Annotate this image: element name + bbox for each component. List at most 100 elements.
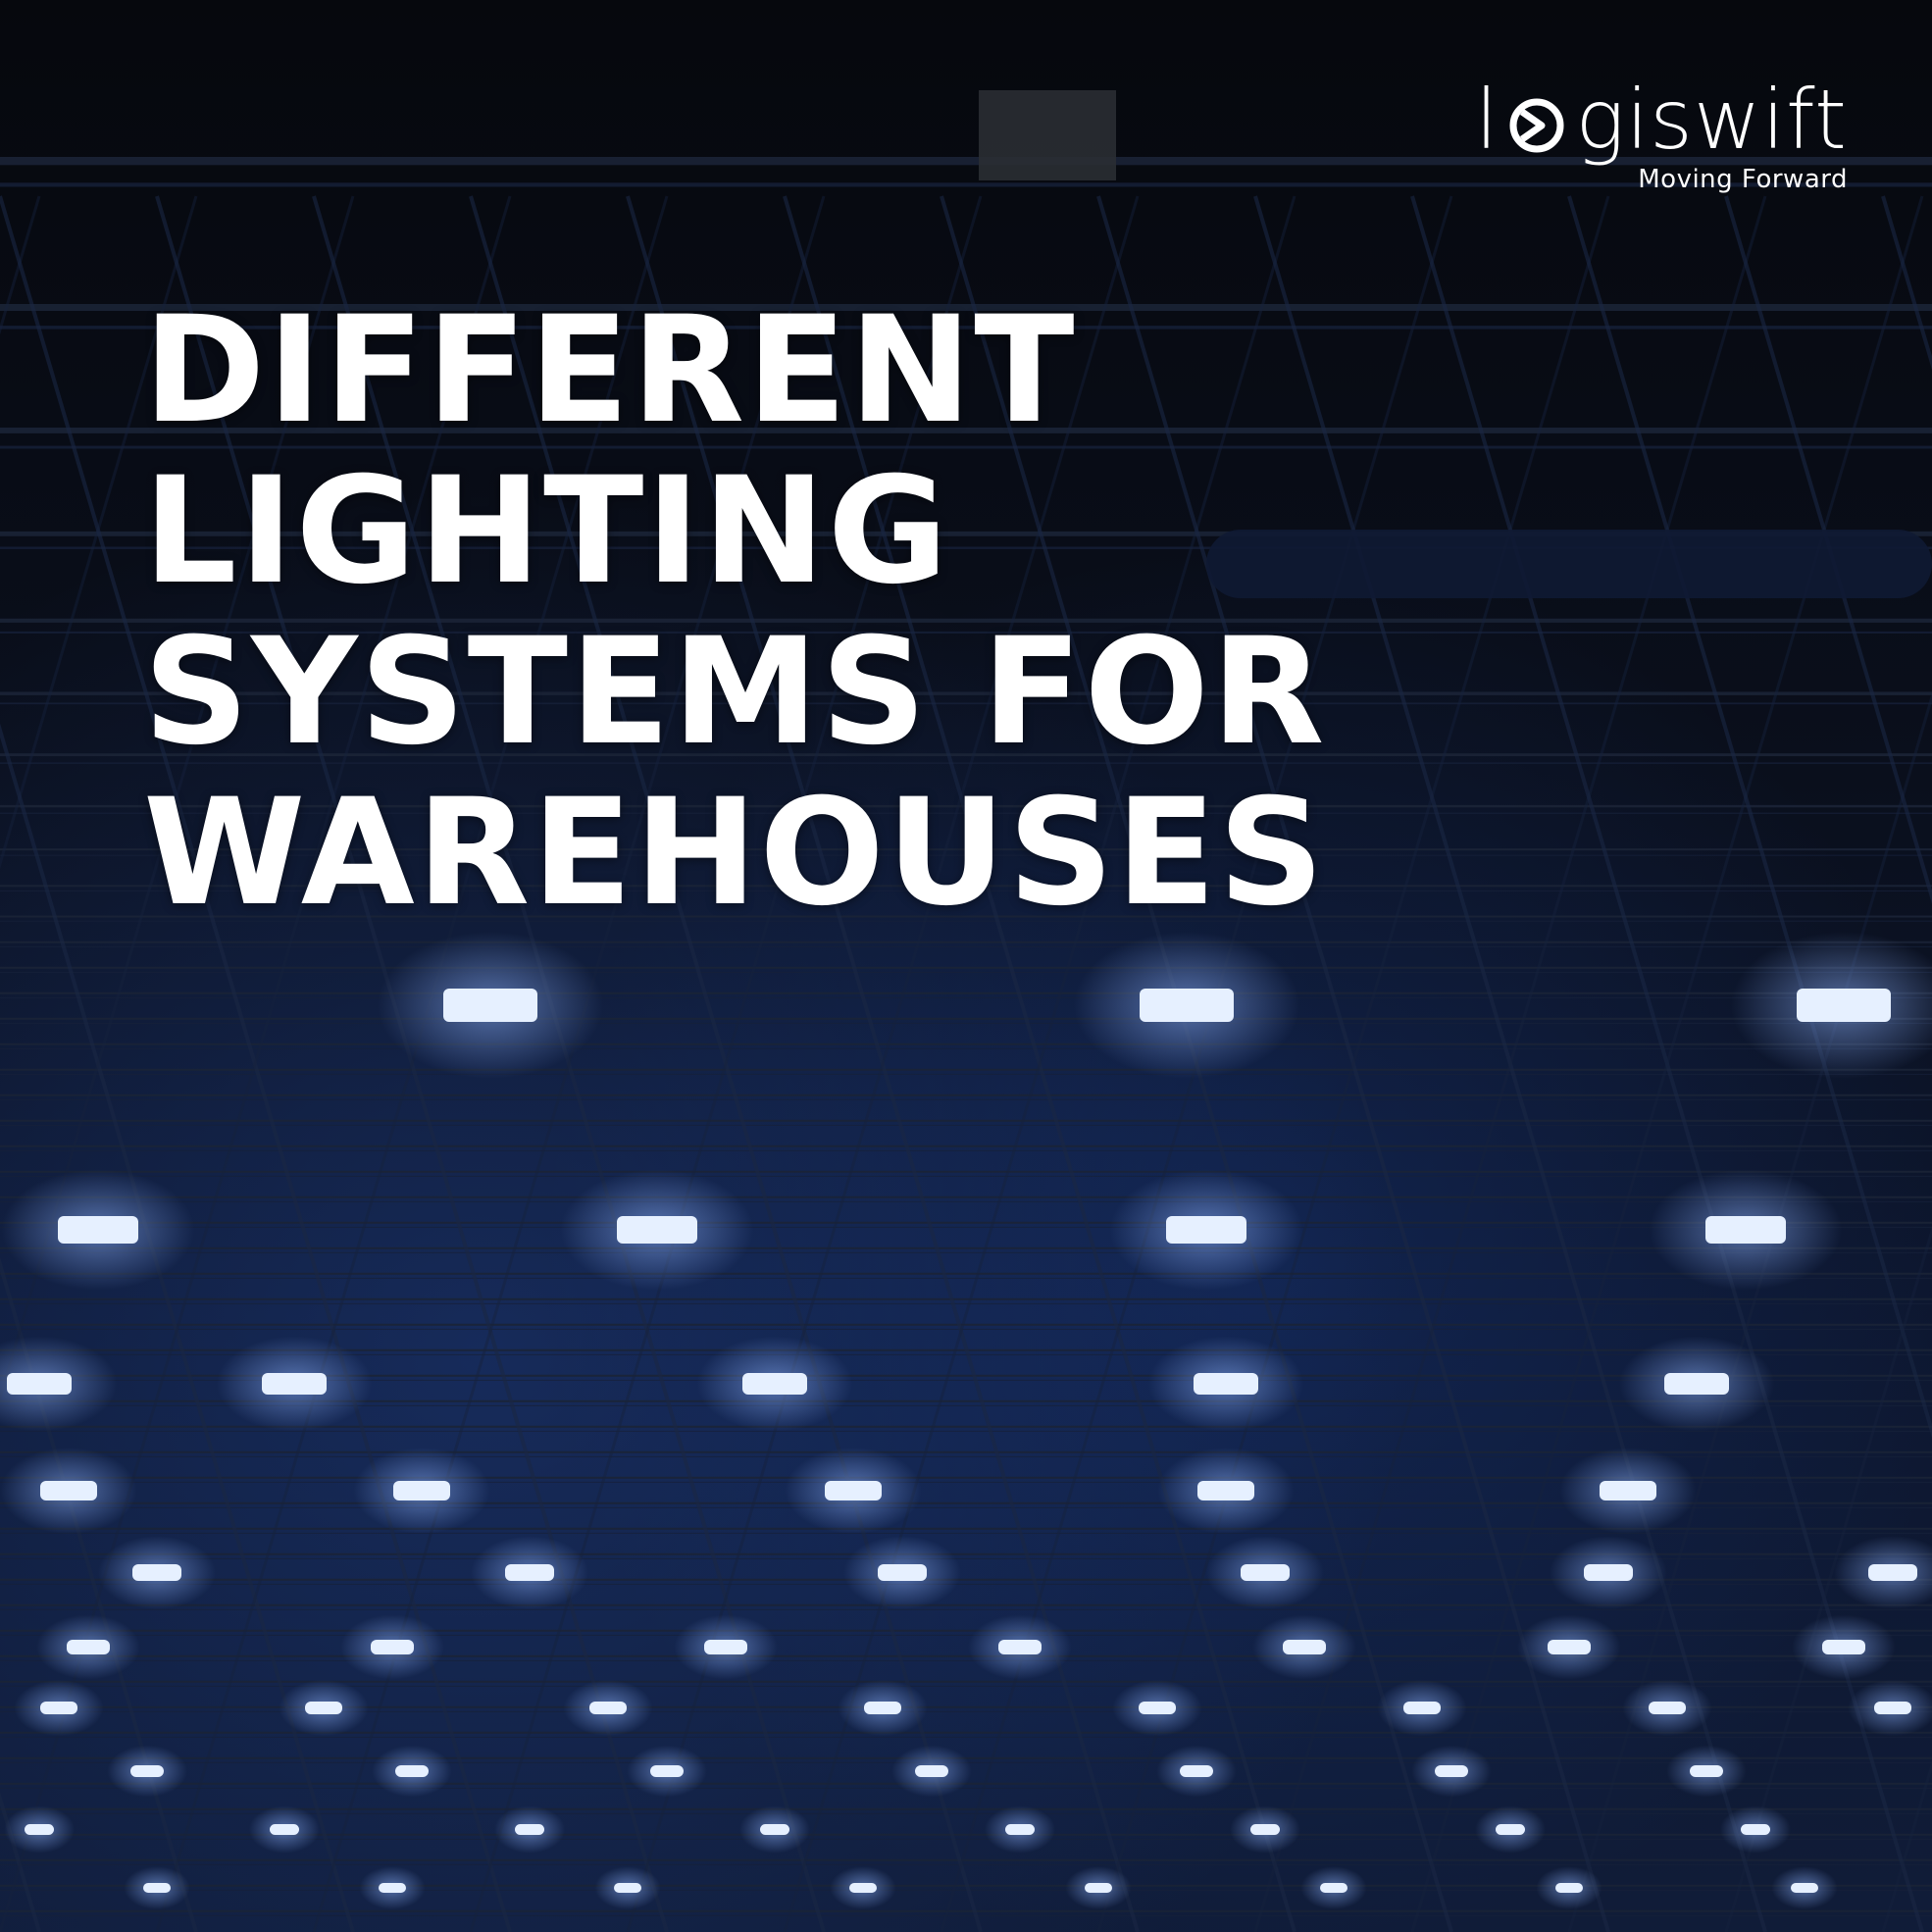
ceiling-light <box>1250 1824 1280 1835</box>
ceiling-beam <box>0 1583 1932 1585</box>
ceiling-beam <box>0 1838 1932 1840</box>
ceiling-beam <box>0 991 1932 994</box>
ceiling-light <box>1555 1883 1583 1893</box>
ceiling-beam <box>0 1272 1932 1275</box>
ceiling-beam <box>0 1506 1932 1508</box>
ceiling-light <box>1180 1765 1213 1777</box>
ceiling-light <box>130 1765 164 1777</box>
ceiling-light <box>1140 989 1234 1022</box>
ceiling-beam <box>0 1425 1932 1428</box>
logiswift-logo: l giswift Moving Forward <box>1475 78 1848 194</box>
ceiling-beam <box>0 1685 1932 1687</box>
ceiling-beam <box>0 1787 1932 1789</box>
ceiling-light <box>1197 1481 1254 1500</box>
ceiling-beam <box>0 1527 1932 1530</box>
ceiling-light <box>1868 1564 1917 1581</box>
ceiling-light <box>515 1824 544 1835</box>
ceiling-light <box>760 1824 789 1835</box>
ceiling-light <box>1822 1640 1865 1654</box>
ceiling-light <box>1005 1824 1035 1835</box>
ceiling-beam <box>0 941 1932 943</box>
ceiling-beam <box>0 848 1932 851</box>
ceiling-beam <box>0 182 1932 187</box>
ceiling-beam <box>0 1705 1932 1708</box>
ceiling-light <box>1496 1824 1525 1835</box>
ceiling-light <box>1283 1640 1326 1654</box>
ceiling-beam <box>0 1302 1932 1304</box>
ceiling-beam <box>0 1532 1932 1534</box>
ceiling-light <box>379 1883 406 1893</box>
ceiling-beam <box>0 531 1932 536</box>
ceiling-beam <box>0 971 1932 973</box>
ceiling-beam <box>0 428 1932 433</box>
ceiling-beam <box>0 1226 1932 1228</box>
ceiling-light <box>825 1481 882 1500</box>
ceiling-light <box>1085 1883 1112 1893</box>
ceiling-light <box>1741 1824 1770 1835</box>
ceiling-beam <box>0 1680 1932 1683</box>
top-fixture <box>979 90 1116 180</box>
ceiling-beam <box>0 1629 1932 1632</box>
ceiling-light <box>1548 1640 1591 1654</box>
headline-line-2: LIGHTING <box>143 446 950 617</box>
ceiling-beam <box>0 1047 1932 1049</box>
ceiling-light <box>40 1702 77 1714</box>
ceiling-beam <box>0 1654 1932 1657</box>
ceiling-beam <box>0 1812 1932 1814</box>
ceiling-beam <box>0 753 1932 757</box>
ceiling-beam <box>0 1093 1932 1096</box>
ceiling-beam <box>0 1042 1932 1045</box>
ceiling-light <box>1797 989 1891 1022</box>
ceiling-light <box>7 1373 72 1395</box>
ceiling-light <box>1874 1702 1911 1714</box>
ceiling-light <box>1139 1702 1176 1714</box>
ceiling-beam <box>0 1149 1932 1151</box>
ceiling-light <box>443 989 537 1022</box>
ceiling-light <box>1166 1216 1246 1244</box>
ceiling-light <box>67 1640 110 1654</box>
ceiling-beam <box>0 762 1932 764</box>
ceiling-light <box>915 1765 948 1777</box>
headline-line-1: DIFFERENT <box>143 285 1077 456</box>
ceiling-beam <box>0 1404 1932 1406</box>
ceiling-beam <box>0 1807 1932 1810</box>
ceiling-beam <box>0 1557 1932 1559</box>
ceiling-light <box>143 1883 171 1893</box>
logo-text-start: l <box>1475 72 1500 168</box>
ceiling-light <box>1690 1765 1723 1777</box>
ceiling-beam <box>0 1251 1932 1253</box>
ceiling-beam <box>0 1863 1932 1865</box>
ceiling-beam <box>0 1455 1932 1457</box>
headline-line-4: WAREHOUSES <box>143 768 1327 939</box>
ceiling-light <box>132 1564 181 1581</box>
truss-line <box>0 195 198 870</box>
ceiling-beam <box>0 1068 1932 1071</box>
ceiling-beam <box>0 1124 1932 1126</box>
ceiling-light <box>1320 1883 1347 1893</box>
logo-text-end: giswift <box>1575 72 1848 168</box>
ceiling-light <box>1664 1373 1729 1395</box>
ceiling-beam <box>0 1098 1932 1100</box>
ceiling-beam <box>0 1323 1932 1326</box>
truss-line <box>469 195 983 1932</box>
truss-line <box>783 195 1296 1932</box>
ceiling-lights <box>0 90 1932 1909</box>
truss-line <box>155 195 669 1932</box>
truss-line <box>155 195 669 1932</box>
ceiling-beam <box>0 920 1932 922</box>
ceiling-beam <box>0 546 1932 549</box>
ceiling-structure <box>0 157 1932 1932</box>
ceiling-light <box>617 1216 697 1244</box>
ceiling-beam <box>0 326 1932 330</box>
ceiling-light <box>614 1883 641 1893</box>
ceiling-light <box>742 1373 807 1395</box>
ceiling-beam <box>0 1379 1932 1381</box>
ceiling-light <box>1241 1564 1290 1581</box>
ceiling-light <box>849 1883 877 1893</box>
truss-line <box>469 195 983 1932</box>
ceiling-beam <box>0 1710 1932 1712</box>
ceiling-beam <box>0 1476 1932 1479</box>
duct-pipe <box>1206 530 1932 598</box>
